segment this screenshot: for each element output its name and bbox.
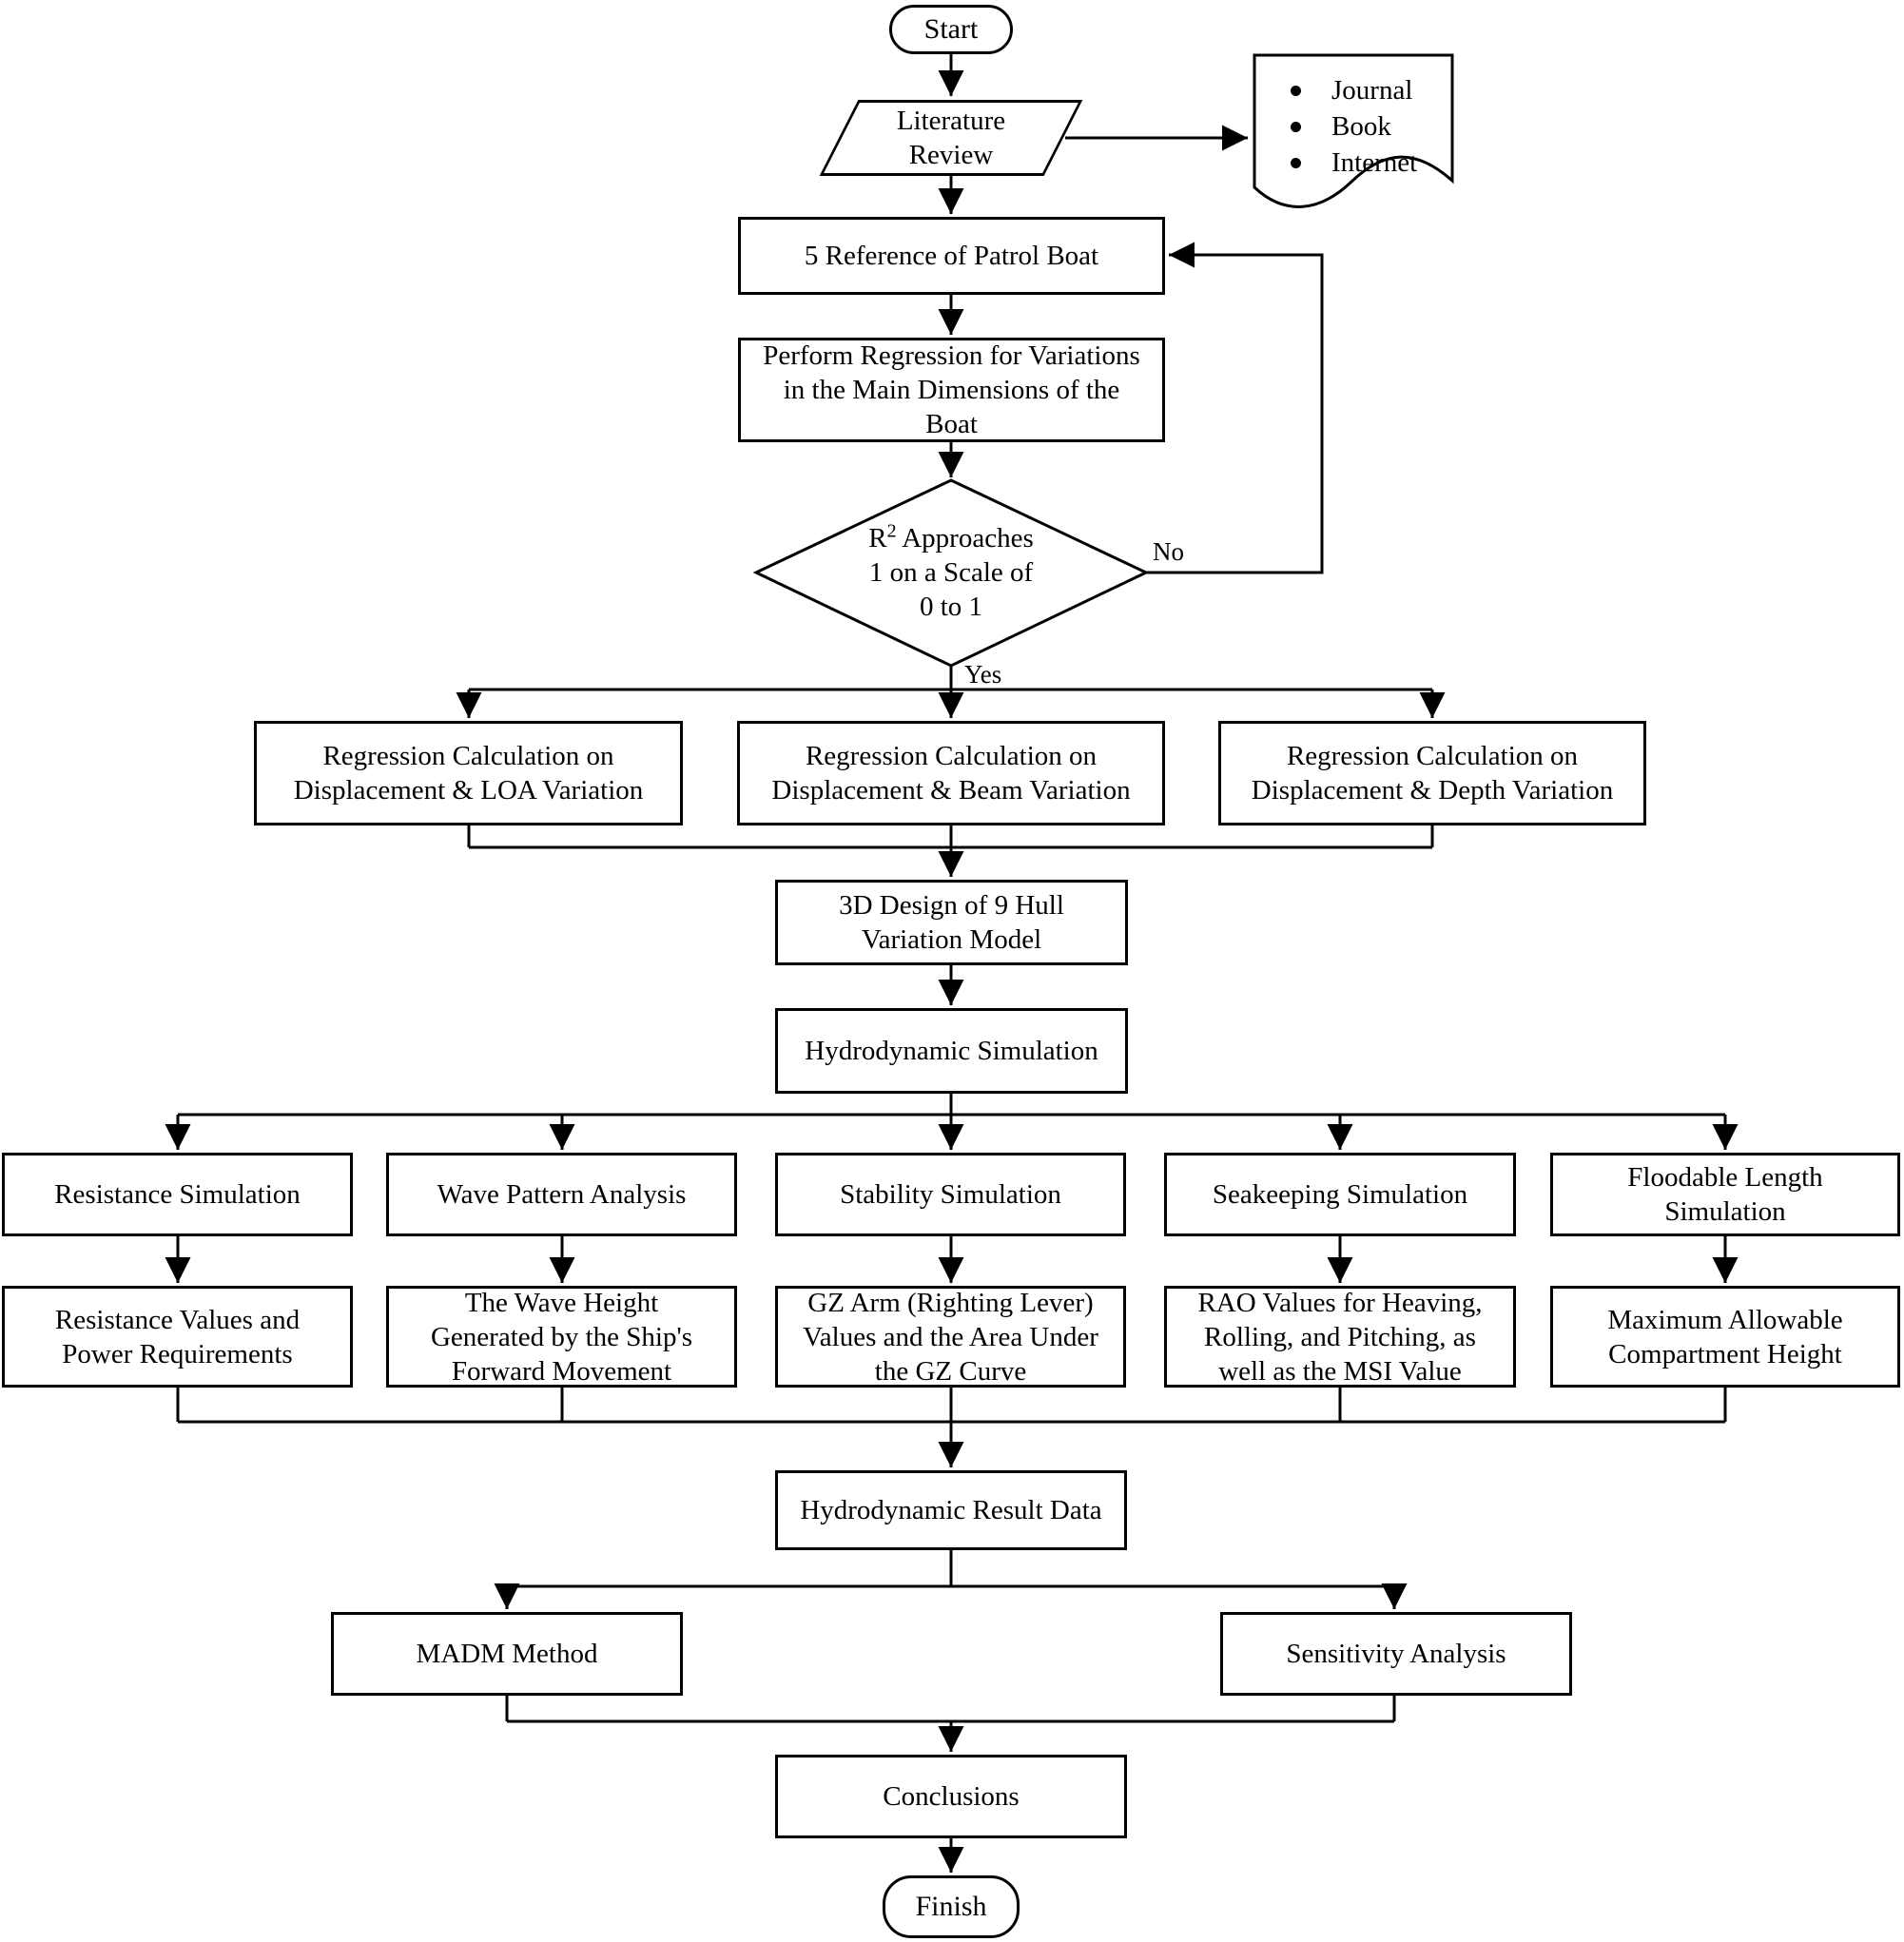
stability-simulation-box: Stability Simulation [775,1153,1126,1236]
rao-result-box: RAO Values for Heaving, Rolling, and Pit… [1164,1286,1516,1388]
bullet-icon [1291,157,1301,168]
bullet-icon [1291,85,1301,96]
gz-result-box: GZ Arm (Righting Lever) Values and the A… [775,1286,1126,1388]
floodable-length-box: Floodable Length Simulation [1550,1153,1900,1236]
source-item: Internet [1331,146,1418,178]
arrow-decision-no-loop [1144,242,1324,574]
madm-box: MADM Method [331,1612,683,1696]
resistance-result-box: Resistance Values and Power Requirements [2,1286,353,1388]
decision-yes-label: Yes [964,660,1002,689]
regression-loa-box: Regression Calculation on Displacement &… [254,721,683,825]
source-item: Book [1331,110,1391,142]
decision-label: R2 Approaches 1 on a Scale of 0 to 1 [818,520,1084,625]
bullet-icon [1291,121,1301,132]
wave-result-box: The Wave Height Generated by the Ship's … [386,1286,737,1388]
perform-regression-box: Perform Regression for Variations in the… [738,338,1165,442]
start-terminator: Start [889,5,1013,54]
decision-line2: 1 on a Scale of [868,557,1034,588]
decision-line1: R2 Approaches [868,520,1034,553]
sources-list: Journal Book Internet [1291,72,1417,181]
sensitivity-box: Sensitivity Analysis [1220,1612,1572,1696]
source-row: Internet [1291,145,1417,181]
conclusions-box: Conclusions [775,1755,1127,1838]
document-shape [1253,53,1454,208]
wave-pattern-box: Wave Pattern Analysis [386,1153,737,1236]
regression-beam-box: Regression Calculation on Displacement &… [737,721,1165,825]
resistance-simulation-box: Resistance Simulation [2,1153,353,1236]
decision-no-label: No [1153,537,1184,566]
literature-review-label: Literature Review [896,106,1006,170]
compartment-result-box: Maximum Allowable Compartment Height [1550,1286,1900,1388]
source-row: Book [1291,108,1417,145]
design-3d-box: 3D Design of 9 Hull Variation Model [775,880,1128,965]
result-data-box: Hydrodynamic Result Data [775,1470,1127,1550]
reference-box: 5 Reference of Patrol Boat [738,217,1165,295]
source-item: Journal [1331,74,1413,106]
decision-line3: 0 to 1 [919,592,983,622]
regression-depth-box: Regression Calculation on Displacement &… [1218,721,1646,825]
seakeeping-simulation-box: Seakeeping Simulation [1164,1153,1516,1236]
decision-diamond-shape [752,478,1150,668]
source-row: Journal [1291,72,1417,108]
finish-terminator: Finish [883,1875,1020,1938]
hydrodynamic-simulation-box: Hydrodynamic Simulation [775,1008,1128,1094]
